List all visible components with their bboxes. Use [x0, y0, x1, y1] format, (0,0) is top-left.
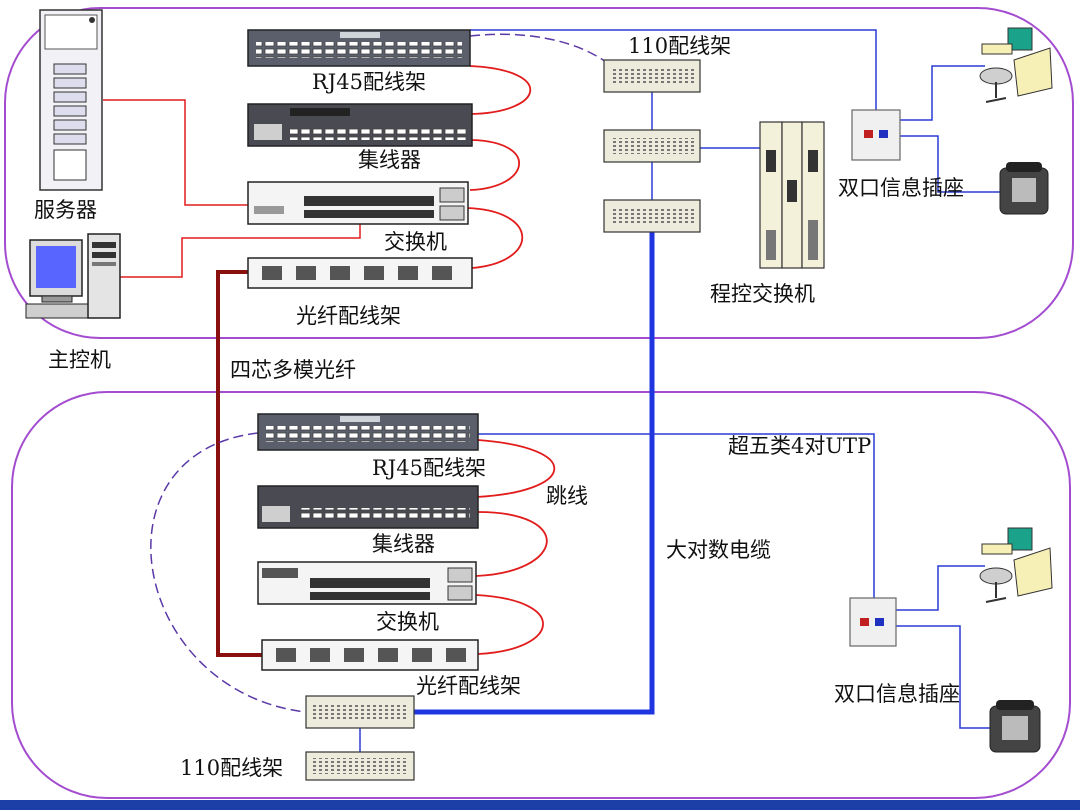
- backbone-cable-line: [412, 232, 655, 715]
- server-to-switch-cable: [103, 99, 248, 206]
- fiber-panel-bottom: [261, 639, 479, 671]
- pbx-icon: [759, 121, 825, 269]
- pc-workstation-top-icon: [979, 27, 1053, 103]
- label-fiber-top: 光纤配线架: [296, 304, 401, 328]
- frame110-bottom-2: [305, 751, 415, 781]
- outlet-to-phone-bottom: [896, 625, 990, 729]
- patch-loop-hub-switch-top: [469, 139, 520, 191]
- hub-top: [247, 103, 473, 147]
- outlet-to-phone-top: [900, 135, 1000, 193]
- label-fiber-bottom: 光纤配线架: [416, 674, 521, 698]
- rj45-to-outlet-utp-bottom: [478, 433, 875, 600]
- label-pbx: 程控交换机: [710, 282, 815, 306]
- pc-workstation-bottom-icon: [979, 527, 1053, 603]
- switch-bottom: [257, 561, 477, 605]
- fiber-cable-line: [216, 270, 262, 657]
- label-fiber-cable: 四芯多模光纤: [230, 358, 356, 382]
- outlet-top-icon: [851, 109, 901, 161]
- label-rj45-top: RJ45配线架: [312, 70, 426, 94]
- label-frame110-top: 110配线架: [628, 34, 732, 58]
- outlet-to-pc-bottom: [896, 565, 985, 611]
- rj45-patch-panel-bottom: [257, 413, 479, 451]
- frame110-top-3: [603, 199, 701, 233]
- frame110-top-1: [603, 59, 701, 93]
- hub-bottom: [257, 485, 479, 529]
- outlet-bottom-icon: [849, 597, 897, 647]
- patch-loop-switch-fiber-top: [465, 207, 524, 269]
- patch-loop-rj45-hub-top: [469, 65, 532, 115]
- rj45-to-110-link-bottom: [150, 432, 306, 713]
- label-outlet-top: 双口信息插座: [838, 176, 964, 200]
- server-icon: [39, 9, 103, 191]
- zone-top-boundary: [4, 7, 1074, 339]
- patch-loop-hub-switch-bottom: [475, 511, 548, 577]
- label-jumper: 跳线: [546, 484, 588, 508]
- label-outlet-bottom: 双口信息插座: [834, 682, 960, 706]
- bottom-accent-bar: [0, 800, 1080, 810]
- rj45-patch-panel-top: [247, 29, 471, 67]
- label-rj45-bottom: RJ45配线架: [372, 456, 486, 480]
- telephone-top-icon: [999, 162, 1049, 215]
- zone-bottom-boundary: [11, 391, 1071, 799]
- label-server: 服务器: [34, 198, 97, 222]
- label-frame110-bottom: 110配线架: [180, 756, 284, 780]
- outlet-to-pc-top: [900, 65, 985, 121]
- frame110-top-2: [603, 129, 701, 163]
- patch-loop-rj45-hub-bottom: [475, 439, 556, 498]
- label-switch-bottom: 交换机: [376, 610, 439, 634]
- label-hub-top: 集线器: [358, 148, 421, 172]
- host-to-switch-cable: [120, 224, 361, 278]
- rj45-to-outlet-utp-top: [470, 29, 877, 120]
- host-computer-icon: [25, 233, 121, 319]
- label-switch-top: 交换机: [384, 230, 447, 254]
- rj45-to-110-link-top: [469, 33, 607, 63]
- frame110-bottom-1: [305, 695, 415, 729]
- patch-loop-switch-fiber-bottom: [475, 594, 544, 655]
- label-utp-cable: 超五类4对UTP: [728, 434, 872, 458]
- fiber-panel-top: [247, 257, 473, 289]
- label-hub-bottom: 集线器: [372, 532, 435, 556]
- switch-top: [247, 181, 469, 225]
- label-backbone-cable: 大对数电缆: [666, 538, 771, 562]
- telephone-bottom-icon: [989, 700, 1041, 753]
- label-host: 主控机: [48, 348, 111, 372]
